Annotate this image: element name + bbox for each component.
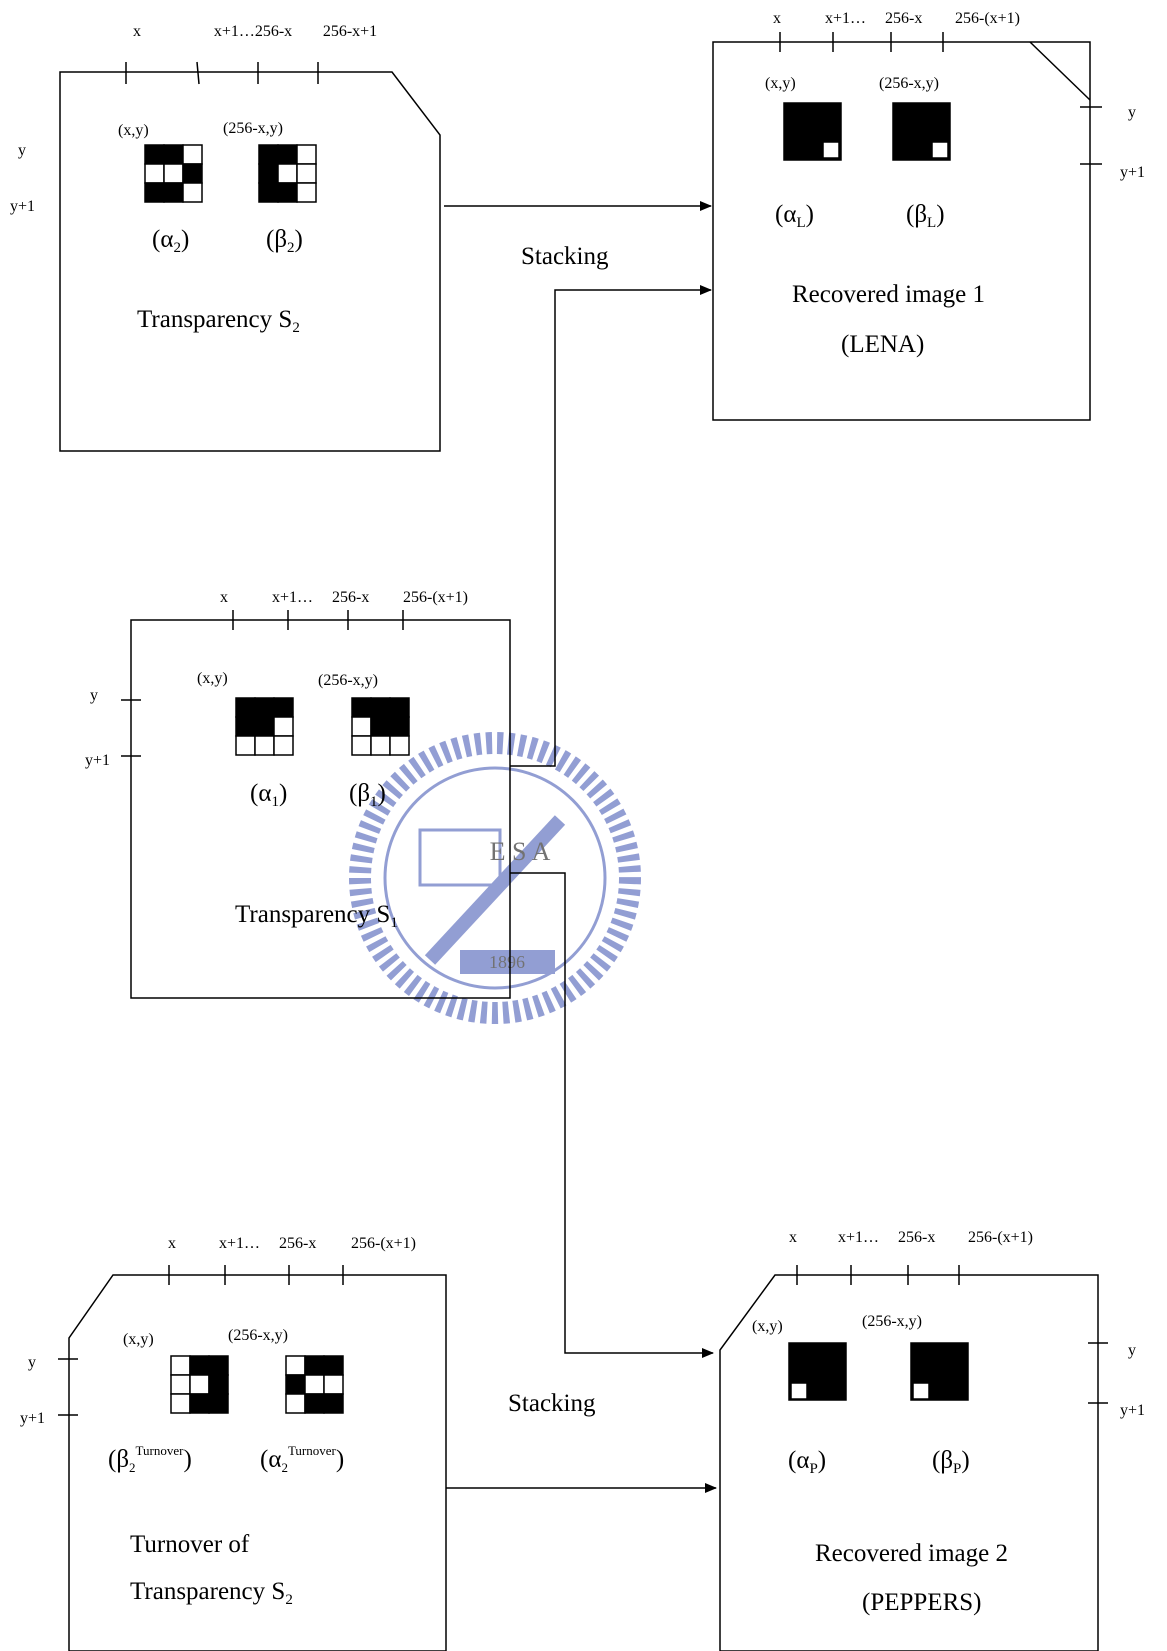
to-tick-x: x	[168, 1235, 176, 1252]
r2-row-y: y	[1128, 1342, 1136, 1359]
to-alpha-block	[286, 1356, 343, 1413]
s1-row-y: y	[90, 687, 98, 704]
s1-beta-label: (β1)	[349, 780, 386, 810]
r1-tick-256x: 256-x	[885, 10, 922, 27]
r1-pos-right: (256-x,y)	[879, 75, 939, 92]
r2-pos-left: (x,y)	[752, 1318, 783, 1335]
s1-row-y1: y+1	[85, 752, 110, 769]
r2-title-line1: Recovered image 2	[815, 1540, 1008, 1567]
r1-pos-left: (x,y)	[765, 75, 796, 92]
to-beta-block	[171, 1356, 228, 1413]
watermark-year: 1896	[489, 952, 525, 972]
panel-recovered-image-1: x x+1… 256-x 256-(x+1) y y+1 (x,y) (256-…	[713, 10, 1145, 420]
r2-alpha-label: (αP)	[788, 1447, 826, 1477]
to-pos-left: (x,y)	[123, 1331, 154, 1348]
s2-alpha-label: (α2)	[152, 226, 189, 256]
s2-row-y: y	[18, 142, 26, 159]
r1-beta-block	[893, 103, 950, 160]
to-beta-label: (β2Turnover)	[108, 1443, 192, 1475]
s2-tick-x: x	[133, 23, 141, 40]
r2-tick-end: 256-(x+1)	[968, 1229, 1033, 1246]
s1-pos-right: (256-x,y)	[318, 672, 378, 689]
r1-alpha-block	[784, 103, 841, 160]
r1-row-y1: y+1	[1120, 164, 1145, 181]
s1-tick-x1: x+1…	[272, 589, 313, 606]
s1-tick-x: x	[220, 589, 228, 606]
r1-tick-x: x	[773, 10, 781, 27]
r2-alpha-block	[789, 1343, 846, 1400]
s1-beta-block	[352, 698, 409, 755]
r1-tick-end: 256-(x+1)	[955, 10, 1020, 27]
r2-tick-x1: x+1…	[838, 1229, 879, 1246]
panel-recovered-image-2: x x+1… 256-x 256-(x+1) y y+1 (x,y) (256-…	[720, 1229, 1145, 1651]
r2-title-line2: (PEPPERS)	[862, 1589, 981, 1616]
s1-alpha-block	[236, 698, 293, 755]
arrow-s1-to-r1	[510, 290, 711, 766]
to-alpha-label: (α2Turnover)	[260, 1443, 344, 1475]
r2-beta-label: (βP)	[932, 1447, 970, 1477]
s2-pos-right: (256-x,y)	[223, 120, 283, 137]
r1-title-line1: Recovered image 1	[792, 281, 985, 308]
panel-transparency-s2: x x+1…256-x 256-x+1 y y+1 (x,y) (256-x,y…	[10, 23, 440, 451]
to-tick-256x: 256-x	[279, 1235, 316, 1252]
s2-beta-block	[259, 145, 316, 202]
s2-tick-end: 256-x+1	[323, 23, 377, 40]
s1-tick-256x: 256-x	[332, 589, 369, 606]
s2-beta-label: (β2)	[266, 226, 303, 256]
r1-row-y: y	[1128, 104, 1136, 121]
r2-beta-block	[911, 1343, 968, 1400]
r1-beta-label: (βL)	[906, 201, 945, 231]
to-title-line2: Transparency S2	[130, 1578, 293, 1608]
r2-row-y1: y+1	[1120, 1402, 1145, 1419]
r2-pos-right: (256-x,y)	[862, 1313, 922, 1330]
to-tick-x1: x+1…	[219, 1235, 260, 1252]
s1-title: Transparency S1	[235, 901, 398, 931]
s2-row-y1: y+1	[10, 198, 35, 215]
s1-alpha-label: (α1)	[250, 780, 287, 810]
r1-alpha-label: (αL)	[775, 201, 814, 231]
to-row-y: y	[28, 1354, 36, 1371]
stacking-label-top: Stacking	[521, 243, 609, 270]
r2-tick-x: x	[789, 1229, 797, 1246]
s2-pos-left: (x,y)	[118, 122, 149, 139]
s1-tick-end: 256-(x+1)	[403, 589, 468, 606]
watermark-letters: E S A	[490, 837, 551, 866]
s1-pos-left: (x,y)	[197, 670, 228, 687]
to-row-y1: y+1	[20, 1410, 45, 1427]
s2-title: Transparency S2	[137, 306, 300, 336]
s2-tick-mid: x+1…256-x	[214, 23, 292, 40]
stacking-label-bottom: Stacking	[508, 1390, 596, 1417]
r1-title-line2: (LENA)	[841, 331, 924, 358]
r1-tick-x1: x+1…	[825, 10, 866, 27]
panel-turnover-s2: x x+1… 256-x 256-(x+1) y y+1 (x,y) (256-…	[20, 1235, 446, 1651]
to-pos-right: (256-x,y)	[228, 1327, 288, 1344]
to-title-line1: Turnover of	[130, 1531, 250, 1558]
to-tick-end: 256-(x+1)	[351, 1235, 416, 1252]
r2-tick-256x: 256-x	[898, 1229, 935, 1246]
watermark-seal: 1896 E S A	[360, 743, 630, 1013]
s2-alpha-block	[145, 145, 202, 202]
